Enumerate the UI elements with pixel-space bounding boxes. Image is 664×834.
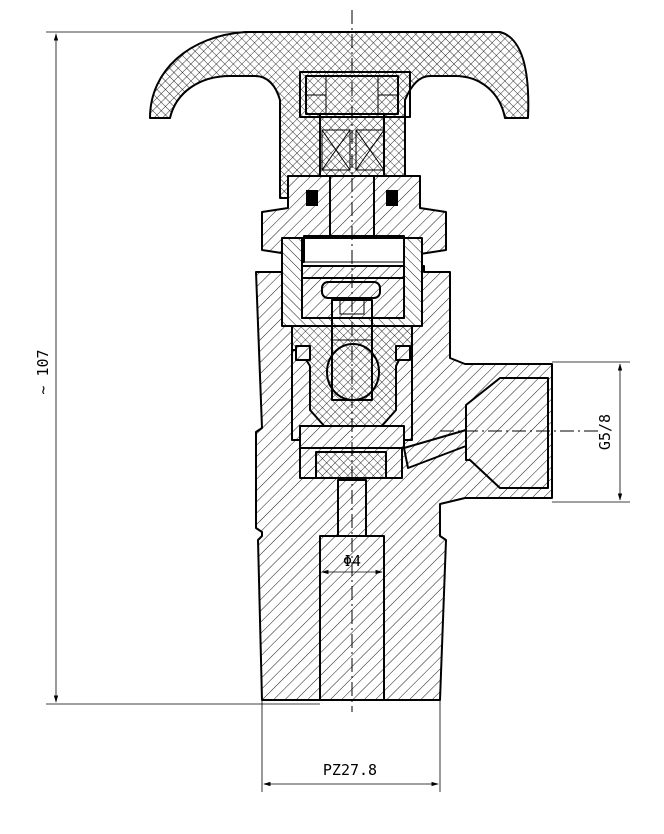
outlet-thread-label: G5/8 <box>596 414 614 450</box>
dimension-inlet-thread: PZ27.8 <box>261 700 441 792</box>
height-prefix: ~ <box>34 386 52 395</box>
dimension-overall-height: ~ 107 <box>34 31 320 705</box>
centerlines <box>351 10 600 712</box>
inlet-thread-label: PZ27.8 <box>323 761 377 779</box>
height-value: 107 <box>34 349 52 376</box>
dimension-bore: Φ4 <box>321 552 383 575</box>
bore-label: Φ4 <box>343 552 361 570</box>
gland-nut <box>261 175 447 263</box>
dimension-outlet-thread: G5/8 <box>552 361 630 503</box>
svg-text:~ 107: ~ 107 <box>34 349 52 394</box>
